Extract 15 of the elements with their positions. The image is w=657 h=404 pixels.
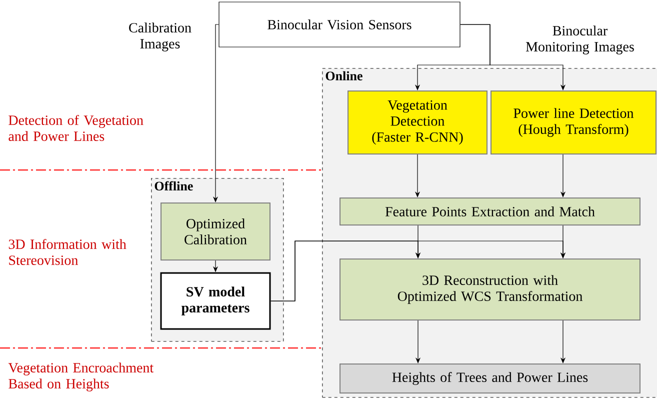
arrow bbox=[460, 24, 566, 90]
process-box: Heights of Trees and Power Lines bbox=[340, 364, 640, 394]
arrow bbox=[270, 240, 566, 302]
process-box: Feature Points Extraction and Match bbox=[340, 198, 640, 226]
process-box: 3D Reconstruction with Optimized WCS Transformation bbox=[340, 258, 640, 320]
edge-label: Calibration Images bbox=[129, 22, 192, 52]
process-box: SV model parameters bbox=[160, 272, 271, 330]
process-box: Binocular Vision Sensors bbox=[218, 2, 460, 48]
process-box: Power line Detection (Hough Transform) bbox=[490, 90, 656, 154]
process-box: Vegetation Detection (Faster R-CNN) bbox=[348, 90, 488, 154]
section-label: 3D Information with Stereovision bbox=[8, 239, 126, 265]
edge-label: Binocular Monitoring Images bbox=[526, 26, 634, 54]
process-box: Optimized Calibration bbox=[160, 202, 270, 260]
section-label: Vegetation Encroachment Based on Heights bbox=[8, 362, 154, 392]
section-label: Detection of Vegetation and Power Lines bbox=[8, 115, 144, 141]
